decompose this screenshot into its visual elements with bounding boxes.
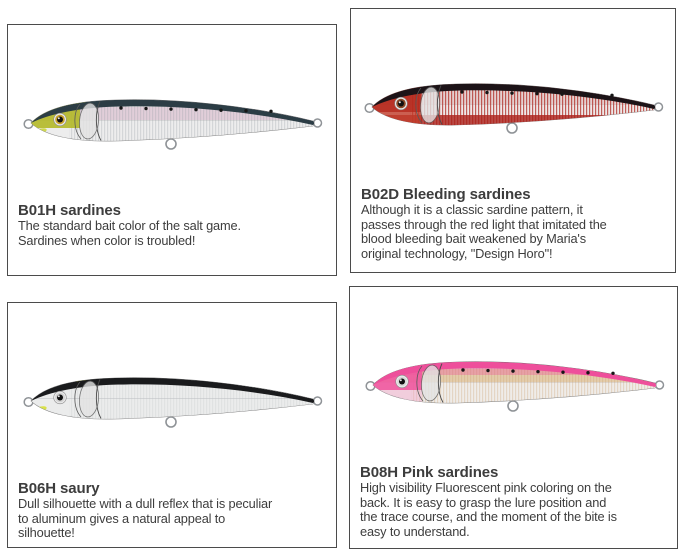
product-description: The standard bait color of the salt game… <box>18 218 241 248</box>
product-description: Dull silhouette with a dull reflex that … <box>18 496 273 540</box>
product-title: B08H Pink sardines <box>360 464 499 481</box>
product-card-b06h-saury: B06H saury Dull silhouette with a dull r… <box>7 302 337 548</box>
lure-illustration <box>364 361 664 412</box>
product-title: B01H sardines <box>18 202 121 219</box>
lure-image-b01h <box>18 25 328 197</box>
lure-illustration <box>364 83 664 134</box>
lure-image-b06h <box>18 303 328 475</box>
product-card-b01h-sardines: B01H sardines The standard bait color of… <box>7 24 337 276</box>
lure-image-b02d <box>361 9 667 181</box>
product-card-b08h-pink-sardines: B08H Pink sardines High visibility Fluor… <box>349 286 678 549</box>
lure-illustration <box>23 99 323 150</box>
product-card-b02d-bleeding-sardines: B02D Bleeding sardines Although it is a … <box>350 8 676 273</box>
product-title: B02D Bleeding sardines <box>361 186 531 203</box>
product-description: Although it is a classic sardine pattern… <box>361 202 607 261</box>
product-description: High visibility Fluorescent pink colorin… <box>360 480 617 539</box>
lure-illustration <box>23 377 323 428</box>
lure-image-b08h <box>360 287 669 459</box>
product-title: B06H saury <box>18 480 100 497</box>
